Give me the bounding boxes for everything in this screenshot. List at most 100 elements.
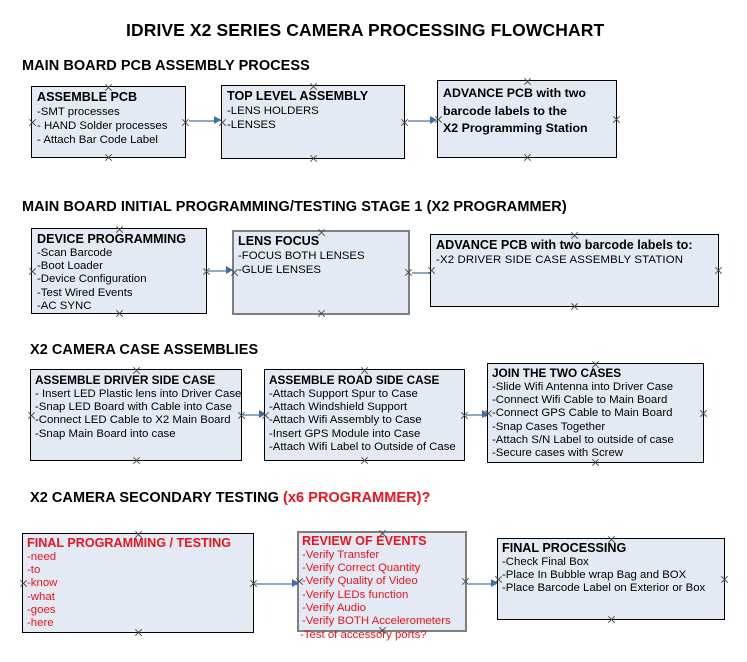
flow-box-line: -Secure cases with Screw [492, 447, 624, 460]
flow-box-line: -FOCUS BOTH LENSES [238, 250, 365, 262]
flow-box-line: -Verify BOTH Accelerometers [302, 615, 451, 628]
arrow-head-icon [226, 266, 233, 274]
section-heading-text: X2 CAMERA SECONDARY TESTING [30, 490, 284, 506]
arrow-head-icon [292, 579, 299, 587]
flow-box-line: -AC SYNC [37, 299, 92, 312]
flow-box-line: -know [27, 577, 58, 590]
flow-box-line: - HAND Solder processes [37, 120, 168, 133]
flow-box-line: -LENSES [227, 119, 276, 132]
arrow-device-programming-to-lens-focus [208, 270, 229, 272]
flow-box-review-of-events[interactable]: REVIEW OF EVENTS -Verify Transfer -Verif… [297, 531, 467, 632]
arrow-head-icon [491, 579, 498, 587]
flow-box-title: ASSEMBLE ROAD SIDE CASE [269, 373, 440, 387]
flow-box-assemble-pcb[interactable]: ASSEMBLE PCB -SMT processes - HAND Solde… [31, 86, 186, 158]
flow-box-line: - Insert LED Plastic lens into Driver Ca… [35, 388, 242, 400]
connector-handle-left[interactable] [28, 118, 37, 127]
arrow-review-of-events-to-final-processing [469, 583, 496, 585]
flow-box-line: -Connect Wifi Cable to Main Board [492, 394, 668, 407]
flow-box-line: -what [27, 590, 55, 603]
connector-handle-bottom[interactable] [360, 456, 369, 465]
flow-box-line: -Attach Wifi Assembly to Case [269, 414, 422, 427]
arrow-head-icon [259, 410, 266, 418]
flow-box-join-the-two-cases[interactable]: JOIN THE TWO CASES -Slide Wifi Antenna i… [487, 363, 704, 463]
connector-handle-bottom[interactable] [523, 153, 532, 162]
flow-box-line: -Attach Support Spur to Case [269, 388, 418, 400]
section-heading-main-board-pcb-assembly: MAIN BOARD PCB ASSEMBLY PROCESS [22, 58, 310, 74]
flow-box-line: barcode labels to the [443, 103, 567, 118]
flow-box-lens-focus[interactable]: LENS FOCUS -FOCUS BOTH LENSES -GLUE LENS… [232, 230, 410, 315]
section-heading-initial-programming: MAIN BOARD INITIAL PROGRAMMING/TESTING S… [22, 199, 567, 215]
flow-box-line: -Place In Bubble wrap Bag and BOX [502, 569, 687, 582]
flow-box-advance-pcb-programming-station[interactable]: ADVANCE PCB with two barcode labels to t… [437, 80, 617, 158]
connector-handle-bottom[interactable] [607, 615, 616, 624]
connector-handle-bottom[interactable] [104, 153, 113, 162]
flow-box-title: DEVICE PROGRAMMING [37, 232, 187, 246]
flow-box-line: -Test Wired Events [37, 286, 133, 299]
flow-box-final-programming-testing[interactable]: FINAL PROGRAMMING / TESTING -need -to -k… [22, 533, 254, 633]
section-heading-text-red: (x6 PROGRAMMER)? [283, 490, 431, 506]
flow-box-line: -Verify Transfer [302, 549, 380, 561]
flow-box-line: -Verify Correct Quantity [302, 562, 421, 575]
flow-box-title: LENS FOCUS [238, 234, 320, 248]
flow-box-assemble-driver-side-case[interactable]: ASSEMBLE DRIVER SIDE CASE - Insert LED P… [30, 369, 242, 461]
flow-box-line: -GLUE LENSES [238, 264, 321, 277]
connector-handle-right[interactable] [714, 266, 723, 275]
flow-box-line: -Verify Audio [302, 601, 366, 614]
arrow-head-icon [430, 116, 437, 124]
connector-handle-bottom[interactable] [317, 309, 326, 318]
connector-handle-bottom[interactable] [309, 154, 318, 163]
flow-box-line: -Attach Wifi Label to Outside of Case [269, 440, 456, 453]
flow-box-line: - Attach Bar Code Label [37, 134, 158, 147]
flow-box-line: -need [27, 551, 57, 563]
flow-box-line: -LENS HOLDERS [227, 105, 319, 117]
flow-box-line: -Check Final Box [502, 556, 589, 568]
flow-box-line: -Attach Windshield Support [269, 401, 408, 414]
flow-box-device-programming[interactable]: DEVICE PROGRAMMING -Scan Barcode -Boot L… [31, 228, 207, 314]
flow-box-title: REVIEW OF EVENTS [302, 534, 427, 548]
page-title: IDRIVE X2 SERIES CAMERA PROCESSING FLOWC… [126, 20, 605, 40]
flow-box-title: FINAL PROGRAMMING / TESTING [27, 536, 232, 550]
flow-box-line: -Insert GPS Module into Case [269, 427, 421, 440]
flow-box-line: -to [27, 564, 41, 577]
flow-box-line: -Snap Cases Together [492, 420, 606, 433]
flow-box-line: -Verify LEDs function [302, 588, 409, 601]
flow-box-line: -Slide Wifi Antenna into Driver Case [492, 381, 674, 393]
flow-box-line: -Snap LED Board with Cable into Case [35, 401, 232, 414]
connector-handle-left[interactable] [427, 266, 436, 275]
flow-box-line: -Verify Quality of Video [302, 575, 418, 588]
arrow-head-icon [482, 410, 489, 418]
flow-box-line: -X2 DRIVER SIDE CASE ASSEMBLY STATION [436, 254, 684, 266]
section-heading-text: MAIN BOARD INITIAL PROGRAMMING/TESTING S… [22, 199, 567, 215]
flow-box-line: ADVANCE PCB with two [443, 86, 586, 100]
flow-box-line: -Snap Main Board into case [35, 427, 176, 440]
flow-box-line: -Connect LED Cable to X2 Main Board [35, 414, 231, 427]
arrow-assemble-pcb-to-top-level-assembly [189, 120, 216, 122]
arrow-top-level-assembly-to-advance-pcb [408, 120, 433, 122]
connector-handle-bottom[interactable] [570, 302, 579, 311]
flow-box-final-processing[interactable]: FINAL PROCESSING -Check Final Box -Place… [497, 538, 725, 620]
flow-box-advance-pcb-driver-side-station[interactable]: ADVANCE PCB with two barcode labels to: … [430, 234, 719, 307]
arrow-final-programming-to-review-of-events [255, 583, 295, 585]
flow-box-title: ADVANCE PCB with two barcode labels to: [436, 238, 693, 252]
flow-box-line: -Boot Loader [37, 260, 103, 273]
flow-box-line: -Device Configuration [37, 273, 147, 286]
arrow-road-side-to-join-cases [466, 414, 485, 416]
flow-box-title: FINAL PROCESSING [502, 541, 627, 555]
flow-box-line: -here [27, 617, 54, 630]
flow-box-assemble-road-side-case[interactable]: ASSEMBLE ROAD SIDE CASE -Attach Support … [264, 369, 465, 461]
flow-box-title: TOP LEVEL ASSEMBLY [227, 89, 369, 103]
arrow-driver-side-to-road-side [243, 414, 262, 416]
flow-box-line: -goes [27, 603, 56, 616]
section-heading-secondary-testing: X2 CAMERA SECONDARY TESTING (x6 PROGRAMM… [30, 490, 430, 506]
flow-box-title: ASSEMBLE DRIVER SIDE CASE [35, 373, 216, 387]
flow-box-line: -Scan Barcode [37, 247, 113, 259]
flow-box-line: -Attach S/N Label to outside of case [492, 433, 674, 446]
flow-box-overflow-line: -Test of accessory ports? [300, 629, 427, 641]
flow-box-top-level-assembly[interactable]: TOP LEVEL ASSEMBLY -LENS HOLDERS -LENSES [221, 85, 405, 159]
arrow-lens-focus-to-advance-pcb [412, 272, 434, 274]
connector-handle-bottom[interactable] [132, 456, 141, 465]
flow-box-title: ASSEMBLE PCB [37, 90, 138, 104]
flow-box-line: -Place Barcode Label on Exterior or Box [502, 582, 706, 595]
flow-box-line: -Connect GPS Cable to Main Board [492, 407, 673, 420]
connector-handle-left[interactable] [28, 267, 37, 276]
